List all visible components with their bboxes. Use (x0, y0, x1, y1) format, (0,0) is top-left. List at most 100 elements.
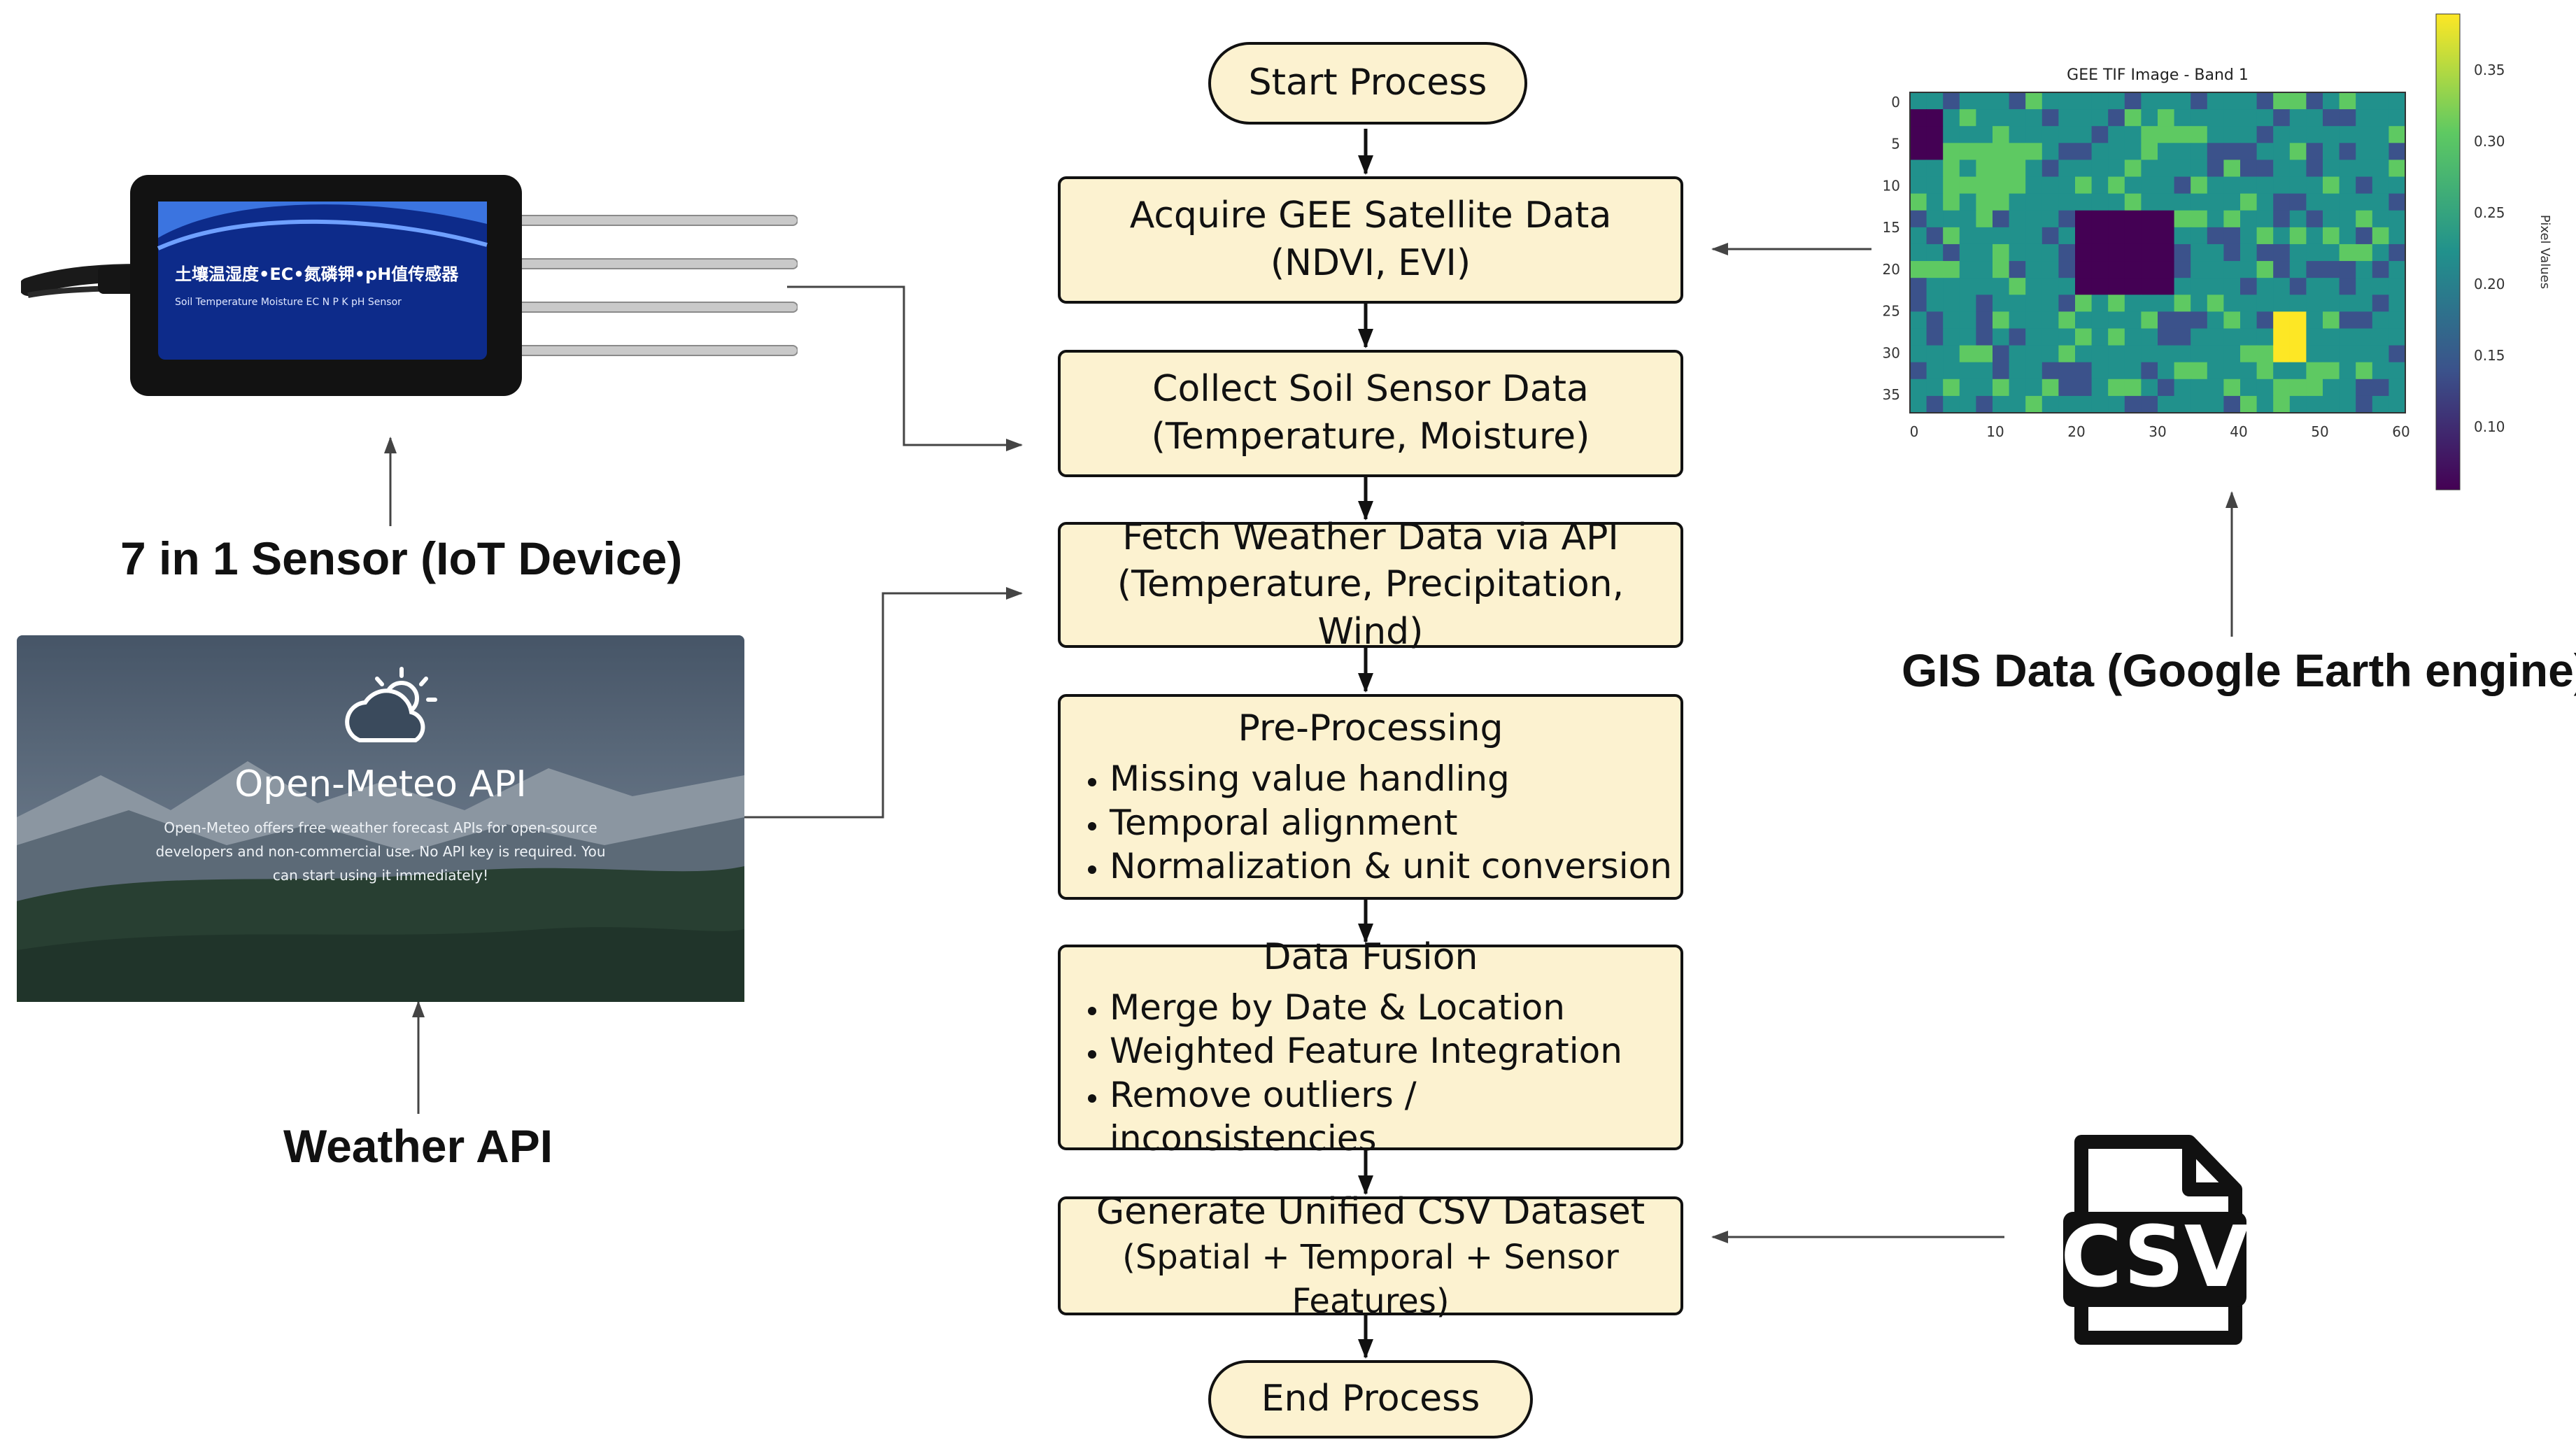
heatmap-cell (2223, 92, 2241, 110)
heatmap-cell (1976, 261, 1993, 278)
heatmap-cell (2356, 261, 2373, 278)
heatmap-cell (2025, 243, 2043, 262)
heatmap-cell (2273, 227, 2291, 245)
heatmap-cell (1943, 379, 1960, 397)
heatmap-cell (1976, 109, 1993, 127)
heatmap-cell (2158, 362, 2175, 380)
heatmap-cell (2323, 193, 2340, 211)
heatmap-cell (2356, 109, 2373, 127)
heatmap-cell (2174, 92, 2191, 110)
heatmap-cell (2009, 311, 2026, 329)
heatmap-cell (1976, 92, 1993, 110)
heatmap-cell (2256, 243, 2274, 262)
heatmap-cell (2389, 109, 2406, 127)
heatmap-cell (2289, 92, 2307, 110)
heatmap-cell (2174, 328, 2191, 346)
heatmap-cell (2058, 379, 2076, 397)
heatmap-cell (2240, 160, 2258, 178)
csv-file-icon: CSV (2060, 1135, 2249, 1345)
heatmap-cell (1959, 261, 1976, 278)
heatmap-cell (1943, 210, 1960, 228)
heatmap-cell (1976, 395, 1993, 414)
heatmap-cell (2356, 362, 2373, 380)
heatmap-cell (2041, 379, 2059, 397)
heatmap-cell (2108, 345, 2125, 363)
heatmap-cell (2323, 227, 2340, 245)
heatmap-cell (2240, 243, 2258, 262)
heatmap-cell (2009, 362, 2026, 380)
weather-api-image: Open-Meteo API Open-Meteo offers free we… (17, 635, 744, 1002)
heatmap-cell (1943, 243, 1960, 262)
heatmap-cell (2091, 311, 2109, 329)
heatmap-cell (2256, 295, 2274, 312)
heatmap-cell (2306, 210, 2323, 228)
heatmap-cell (2124, 243, 2142, 262)
heatmap-cell (2108, 311, 2125, 329)
colorbar (2435, 13, 2461, 490)
heatmap-cell (2124, 109, 2142, 127)
heatmap-cell (2009, 109, 2026, 127)
heatmap-cell (2339, 92, 2356, 110)
heatmap-cell (1959, 362, 1976, 380)
heatmap-cell (2207, 227, 2224, 245)
heatmap-cell (2372, 227, 2389, 245)
weather-connector (738, 587, 1023, 819)
heatmap-cell (2041, 328, 2059, 346)
heatmap-cell (2158, 243, 2175, 262)
heatmap-cell (2025, 143, 2043, 160)
heatmap-cell (2058, 362, 2076, 380)
start-process-node: Start Process (1208, 42, 1527, 125)
heatmap-cell (2058, 126, 2076, 143)
heatmap-cell (2108, 92, 2125, 110)
heatmap-cell (2041, 295, 2059, 312)
heatmap-cell (2191, 160, 2208, 178)
bullet-item: Merge by Date & Location (1110, 986, 1680, 1030)
heatmap-cell (2372, 261, 2389, 278)
heatmap-cell (2323, 243, 2340, 262)
heatmap-cell (2158, 278, 2175, 295)
heatmap-cell (1976, 143, 1993, 160)
heatmap-cell (2041, 176, 2059, 195)
heatmap-cell (2256, 227, 2274, 245)
heatmap-cell (2124, 311, 2142, 329)
heatmap-cell (2389, 92, 2406, 110)
heatmap-cell (2174, 176, 2191, 195)
heatmap-cell (1959, 109, 1976, 127)
heatmap-cell (1943, 176, 1960, 195)
weather-card-title: Open-Meteo API (234, 763, 527, 805)
heatmap-cell (1959, 295, 1976, 312)
heatmap-cell (2058, 395, 2076, 414)
heatmap-cell (1976, 379, 1993, 397)
heatmap-cell (2041, 227, 2059, 245)
heatmap-cell (2323, 311, 2340, 329)
heatmap-cell (2091, 295, 2109, 312)
heatmap-cell (1910, 143, 1927, 160)
heatmap-cell (2141, 345, 2158, 363)
heatmap-cell (1993, 261, 2010, 278)
heatmap-cell (2323, 278, 2340, 295)
heatmap-cell (2124, 92, 2142, 110)
step-subtitle: (NDVI, EVI) (1270, 242, 1471, 284)
heatmap-cell (1993, 362, 2010, 380)
heatmap-cell (1993, 109, 2010, 127)
heatmap-cell (2124, 126, 2142, 143)
heatmap-cell (2207, 362, 2224, 380)
heatmap-cell (2058, 278, 2076, 295)
heatmap-cell (2141, 92, 2158, 110)
heatmap-cell (2289, 278, 2307, 295)
heatmap-cell (2306, 227, 2323, 245)
heatmap-cell (2339, 143, 2356, 160)
heatmap-cell (2306, 261, 2323, 278)
heatmap-cell (2174, 210, 2191, 228)
heatmap-cell (2273, 109, 2291, 127)
heatmap-cell (1976, 176, 1993, 195)
heatmap-cell (2158, 160, 2175, 178)
heatmap-cell (2141, 143, 2158, 160)
heatmap-cell (2158, 379, 2175, 397)
heatmap-cell (1926, 345, 1944, 363)
heatmap-cell (2256, 92, 2274, 110)
heatmap-cell (2009, 328, 2026, 346)
heatmap-cell (2207, 193, 2224, 211)
heatmap-cell (2025, 176, 2043, 195)
heatmap-cell (2289, 345, 2307, 363)
